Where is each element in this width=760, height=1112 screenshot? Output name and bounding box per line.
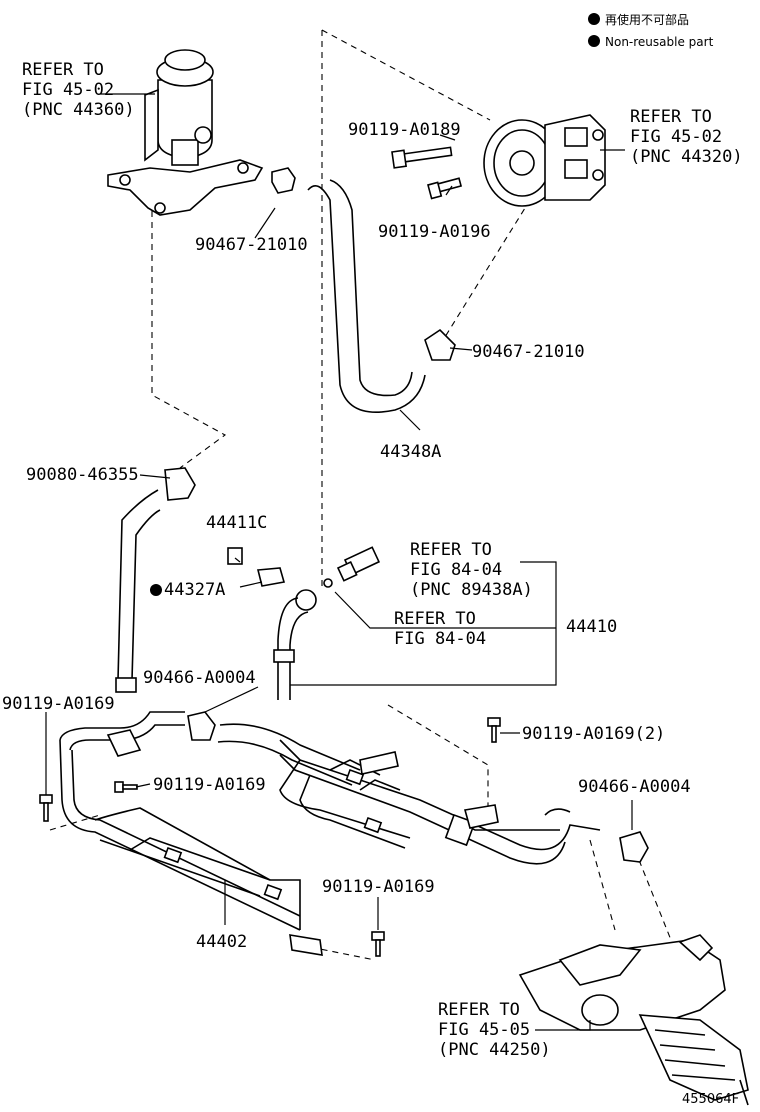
bolts-a0169-drawing [39,717,501,957]
reservoir-tank-drawing [107,49,296,216]
part-90466-a0004-right-label: 90466-A0004 [578,777,691,797]
part-90119-a0196-label: 90119-A0196 [378,222,491,242]
pipe-harness-drawing [59,711,601,956]
steering-gear-drawing [518,934,749,1106]
clamp-left-drawing [187,711,361,786]
labels: REFER TO FIG 45-02 (PNC 44360) REFER TO … [2,60,743,1107]
ref-switch-line2: FIG 84-04 [410,560,502,580]
return-hose-drawing [115,467,196,693]
ref-reservoir-line1: REFER TO [22,60,104,80]
ref-fig84-line1: REFER TO [394,609,476,629]
part-90080-46355-label: 90080-46355 [26,465,139,485]
leader-lines [45,93,633,1031]
part-90119-a0169-2-label: 90119-A0169(2) [522,724,665,744]
ref-fig84-line2: FIG 84-04 [394,629,486,649]
legend-non-reusable-text: Non-reusable part [605,35,714,49]
legend: 再使用不可部品 Non-reusable part [588,12,714,49]
ref-gear-line1: REFER TO [438,1000,520,1020]
part-90466-a0004-left-label: 90466-A0004 [143,668,256,688]
ref-pump-line1: REFER TO [630,107,712,127]
ref-reservoir-line2: FIG 45-02 [22,80,114,100]
pressure-switch-drawing [227,546,381,611]
ref-pump-line2: FIG 45-02 [630,127,722,147]
part-90119-a0169-mid-label: 90119-A0169 [153,775,266,795]
part-44348a-label: 44348A [380,442,441,462]
part-90119-a0169-left-label: 90119-A0169 [2,694,115,714]
figure-code: 455064F [682,1092,739,1107]
non-reusable-marker-icon [150,584,162,596]
pressure-tube-drawing [273,597,309,700]
power-steering-pump-drawing [483,114,606,207]
ref-switch-line1: REFER TO [410,540,492,560]
ref-gear-line2: FIG 45-05 [438,1020,530,1040]
legend-bullet-icon-2 [588,35,600,47]
clamp-right-drawing [619,831,649,863]
ref-pump-line3: (PNC 44320) [630,147,743,167]
part-90119-a0169-bottom-label: 90119-A0169 [322,877,435,897]
part-90467-21010-right-label: 90467-21010 [472,342,585,362]
part-90119-a0189-label: 90119-A0189 [348,120,461,140]
part-90467-21010-top-label: 90467-21010 [195,235,308,255]
legend-jp-text: 再使用不可部品 [605,12,689,27]
pump-bolts-drawing [391,146,463,200]
ref-gear-line3: (PNC 44250) [438,1040,551,1060]
part-44410-label: 44410 [566,617,617,637]
ref-reservoir-line3: (PNC 44360) [22,100,135,120]
ref-switch-line3: (PNC 89438A) [410,580,533,600]
suction-hose-drawing [307,179,456,414]
legend-bullet-icon [588,13,600,25]
part-44402-label: 44402 [196,932,247,952]
part-44411c-label: 44411C [206,513,267,533]
dashed-assembly-lines [49,29,676,961]
part-44327a-label: 44327A [164,580,225,600]
